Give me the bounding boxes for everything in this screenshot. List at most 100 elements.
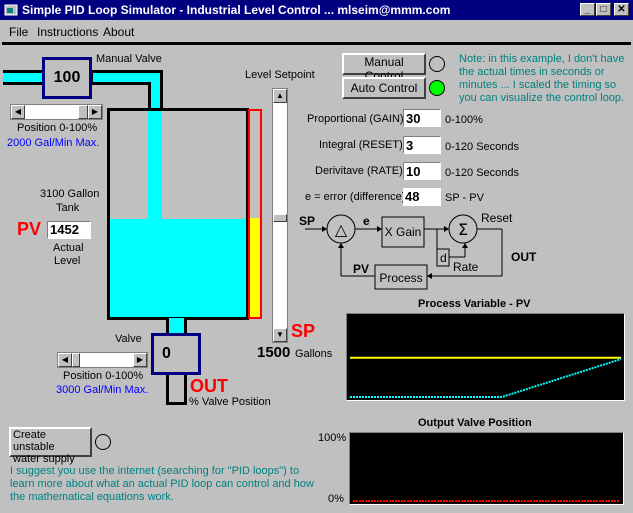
level-indicator-fill [250,218,260,317]
out-label: OUT [190,376,228,396]
output-ytick-100: 100% [318,432,347,444]
manual-control-button[interactable]: Manual Control [342,53,426,83]
sigma-symbol: Σ [458,220,468,239]
rate-range: 0-120 Seconds [445,167,519,179]
manual-valve-label: Manual Valve [96,53,162,65]
tank-capacity-label: 3100 Gallon [40,188,100,200]
tank-label: Tank [56,202,80,214]
outlet-max-flow: 3000 Gal/Min Max. [56,384,149,396]
manual-valve-display: 100 [42,57,92,99]
out-desc: % Valve Position [189,396,271,408]
close-button[interactable]: ✕ [614,3,629,16]
gain-block-label: X Gain [385,225,422,239]
level-indicator [248,109,262,319]
unstable-button-line-1: Create unstable [13,429,55,453]
setpoint-slider[interactable]: ▲ ▼ [272,88,288,343]
inlet-valve-slider[interactable]: ◀ ▶ [10,104,103,120]
gain-range: 0-100% [445,114,483,126]
scroll-left-button[interactable]: ◀ [58,353,72,367]
error-value: 48 [403,188,441,206]
sp-label: SP [291,321,316,341]
arrow-right-icon: ▶ [91,107,99,116]
pid-block-diagram: SP △ e X Gain Σ Reset d Rate OUT PV Proc… [299,211,537,290]
window-title: Simple PID Loop Simulator - Industrial L… [22,3,451,17]
menu-separator [2,42,631,45]
pv-label: PV [17,219,42,239]
actual-label: Actual [53,242,84,254]
reset-range: 0-120 Seconds [445,141,519,153]
inlet-pipe-left [3,70,45,85]
scroll-left-button[interactable]: ◀ [11,105,25,119]
diagram-d: d [440,251,447,265]
menu-file[interactable]: File [9,25,29,39]
scroll-up-button[interactable]: ▲ [273,89,287,103]
diagram-e: e [363,214,370,228]
auto-indicator [429,80,445,96]
setpoint-thumb[interactable] [273,214,287,222]
inlet-pipe-down [148,82,163,112]
level-label: Level [54,255,81,267]
reset-label: Integral (RESET) [319,139,403,151]
scroll-right-button[interactable]: ▶ [133,353,147,367]
unstable-button-line-2: water supply [13,453,75,465]
outlet-valve-slider[interactable]: ◀ ▶ [57,352,148,368]
diagram-rate: Rate [453,260,479,274]
gain-input[interactable] [403,109,441,127]
unstable-supply-button[interactable]: Create unstable water supply [9,427,92,465]
slider-thumb[interactable] [78,105,88,119]
menu-instructions[interactable]: Instructions [37,25,99,39]
pv-chart-title: Process Variable - PV [418,298,531,310]
maximize-button[interactable]: □ [596,3,611,16]
manual-indicator [429,56,445,72]
inlet-position-label: Position 0-100% [17,122,98,134]
output-chart-title: Output Valve Position [418,417,532,429]
title-bar: Simple PID Loop Simulator - Industrial L… [0,0,633,20]
auto-control-button[interactable]: Auto Control [342,77,426,99]
outlet-position-label: Position 0-100% [63,370,144,382]
output-chart [349,432,624,505]
scroll-right-button[interactable]: ▶ [88,105,102,119]
pv-chart-svg [350,356,622,398]
outlet-valve-display: 0 [151,333,201,375]
close-icon: ✕ [617,4,626,15]
arrow-left-icon: ◀ [14,107,22,116]
level-setpoint-label: Level Setpoint [245,69,315,81]
arrow-right-icon: ▶ [136,355,144,364]
minimize-button[interactable]: _ [580,3,595,16]
app-icon [4,4,18,16]
delta-symbol: △ [335,220,348,239]
maximize-icon: □ [600,4,607,15]
output-ytick-0: 0% [328,493,344,505]
tank-water-level [110,219,246,317]
setpoint-units: Gallons [295,348,333,360]
process-block-label: Process [379,271,422,285]
footer-note: I suggest you use the internet (searchin… [10,465,314,503]
inflow-stream [148,111,162,223]
reset-input[interactable] [403,136,441,154]
rate-label: Derivitave (RATE) [315,165,403,177]
setpoint-value: 1500 [257,344,291,361]
arrow-left-icon: ◀ [61,355,69,364]
outlet-pipe-down [166,375,187,405]
scroll-down-button[interactable]: ▼ [273,328,287,342]
slider-thumb[interactable] [72,353,80,367]
gain-label: Proportional (GAIN) [307,113,404,125]
error-label: e = error (difference) [305,191,406,203]
diagram-pv: PV [353,262,369,276]
diagram-reset: Reset [481,211,513,225]
pv-value: 1452 [47,221,91,239]
rate-input[interactable] [403,162,441,180]
diagram-out: OUT [511,250,537,264]
unstable-indicator [95,434,111,450]
pv-chart [346,313,625,401]
output-chart-svg [353,500,620,502]
inlet-max-flow: 2000 Gal/Min Max. [7,137,100,149]
gain-block [381,216,425,248]
arrow-down-icon: ▼ [276,330,284,339]
outlet-valve-label: Valve [115,333,142,345]
minimize-icon: _ [584,4,591,15]
diagram-sp: SP [299,214,315,228]
menu-about[interactable]: About [103,25,135,39]
tank [107,108,249,320]
error-range: SP - PV [445,192,484,204]
